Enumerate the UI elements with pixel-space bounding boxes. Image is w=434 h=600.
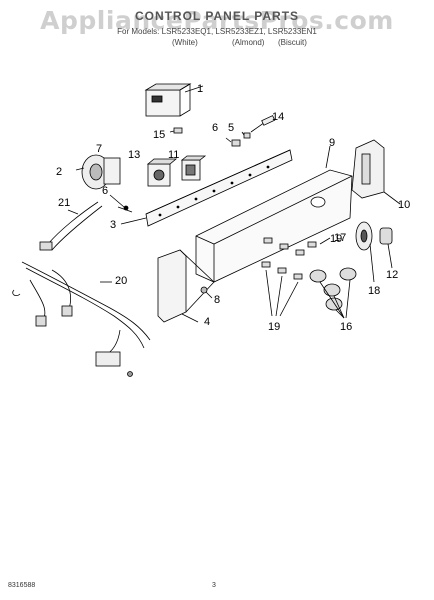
console-back-panel	[157, 249, 215, 323]
page-number: 3	[212, 582, 216, 589]
callout-17: 17	[334, 232, 346, 244]
model-list: For Models: LSR5233EQ1, LSR5233EZ1, LSR5…	[117, 27, 317, 36]
variant-almond: (Almond)	[232, 38, 265, 47]
callout-4: 4	[204, 316, 210, 328]
diagram-title: CONTROL PANEL PARTS	[134, 9, 300, 23]
callout-8: 8	[214, 294, 220, 306]
variant-biscuit: (Biscuit)	[278, 38, 307, 47]
document-code: 8316588	[8, 582, 36, 589]
console-panel	[195, 145, 353, 283]
timer-part	[144, 83, 204, 117]
callout-6-lower: 6	[102, 185, 108, 197]
selector-switch-part	[75, 154, 121, 190]
callout-13: 13	[128, 149, 140, 161]
screw-part	[169, 127, 183, 134]
end-cap-part	[351, 139, 401, 205]
callout-15: 15	[153, 129, 165, 141]
pressure-switch-part	[146, 158, 178, 187]
callout-16: 16	[340, 321, 352, 333]
callout-19-right: 19	[330, 233, 342, 245]
control-panel-bracket	[120, 149, 293, 227]
callout-10: 10	[398, 199, 410, 211]
wire-harness-long	[12, 261, 151, 377]
mounting-screws	[109, 194, 133, 213]
callout-5: 5	[228, 122, 234, 134]
callout-9: 9	[329, 137, 335, 149]
callout-2: 2	[56, 166, 62, 178]
callout-21: 21	[58, 197, 70, 209]
callout-12: 12	[386, 269, 398, 281]
watermark: AppliancePartsPros.com	[40, 6, 394, 35]
callout-14: 14	[272, 111, 284, 123]
callout-19-lower: 19	[268, 321, 280, 333]
variant-white: (White)	[172, 38, 198, 47]
wire-harness-short	[39, 201, 103, 251]
callout-18: 18	[368, 285, 380, 297]
end-cap-screw	[200, 286, 213, 299]
callout-20: 20	[115, 275, 127, 287]
timer-knob-part	[355, 221, 393, 283]
callout-11: 11	[168, 149, 179, 161]
callout-3: 3	[110, 219, 116, 231]
temperature-switch-part	[180, 155, 207, 181]
callout-6-upper: 6	[212, 122, 218, 134]
control-knobs	[261, 237, 357, 319]
callout-7: 7	[96, 143, 102, 155]
switch-parts	[225, 115, 276, 147]
callout-1: 1	[197, 83, 203, 95]
